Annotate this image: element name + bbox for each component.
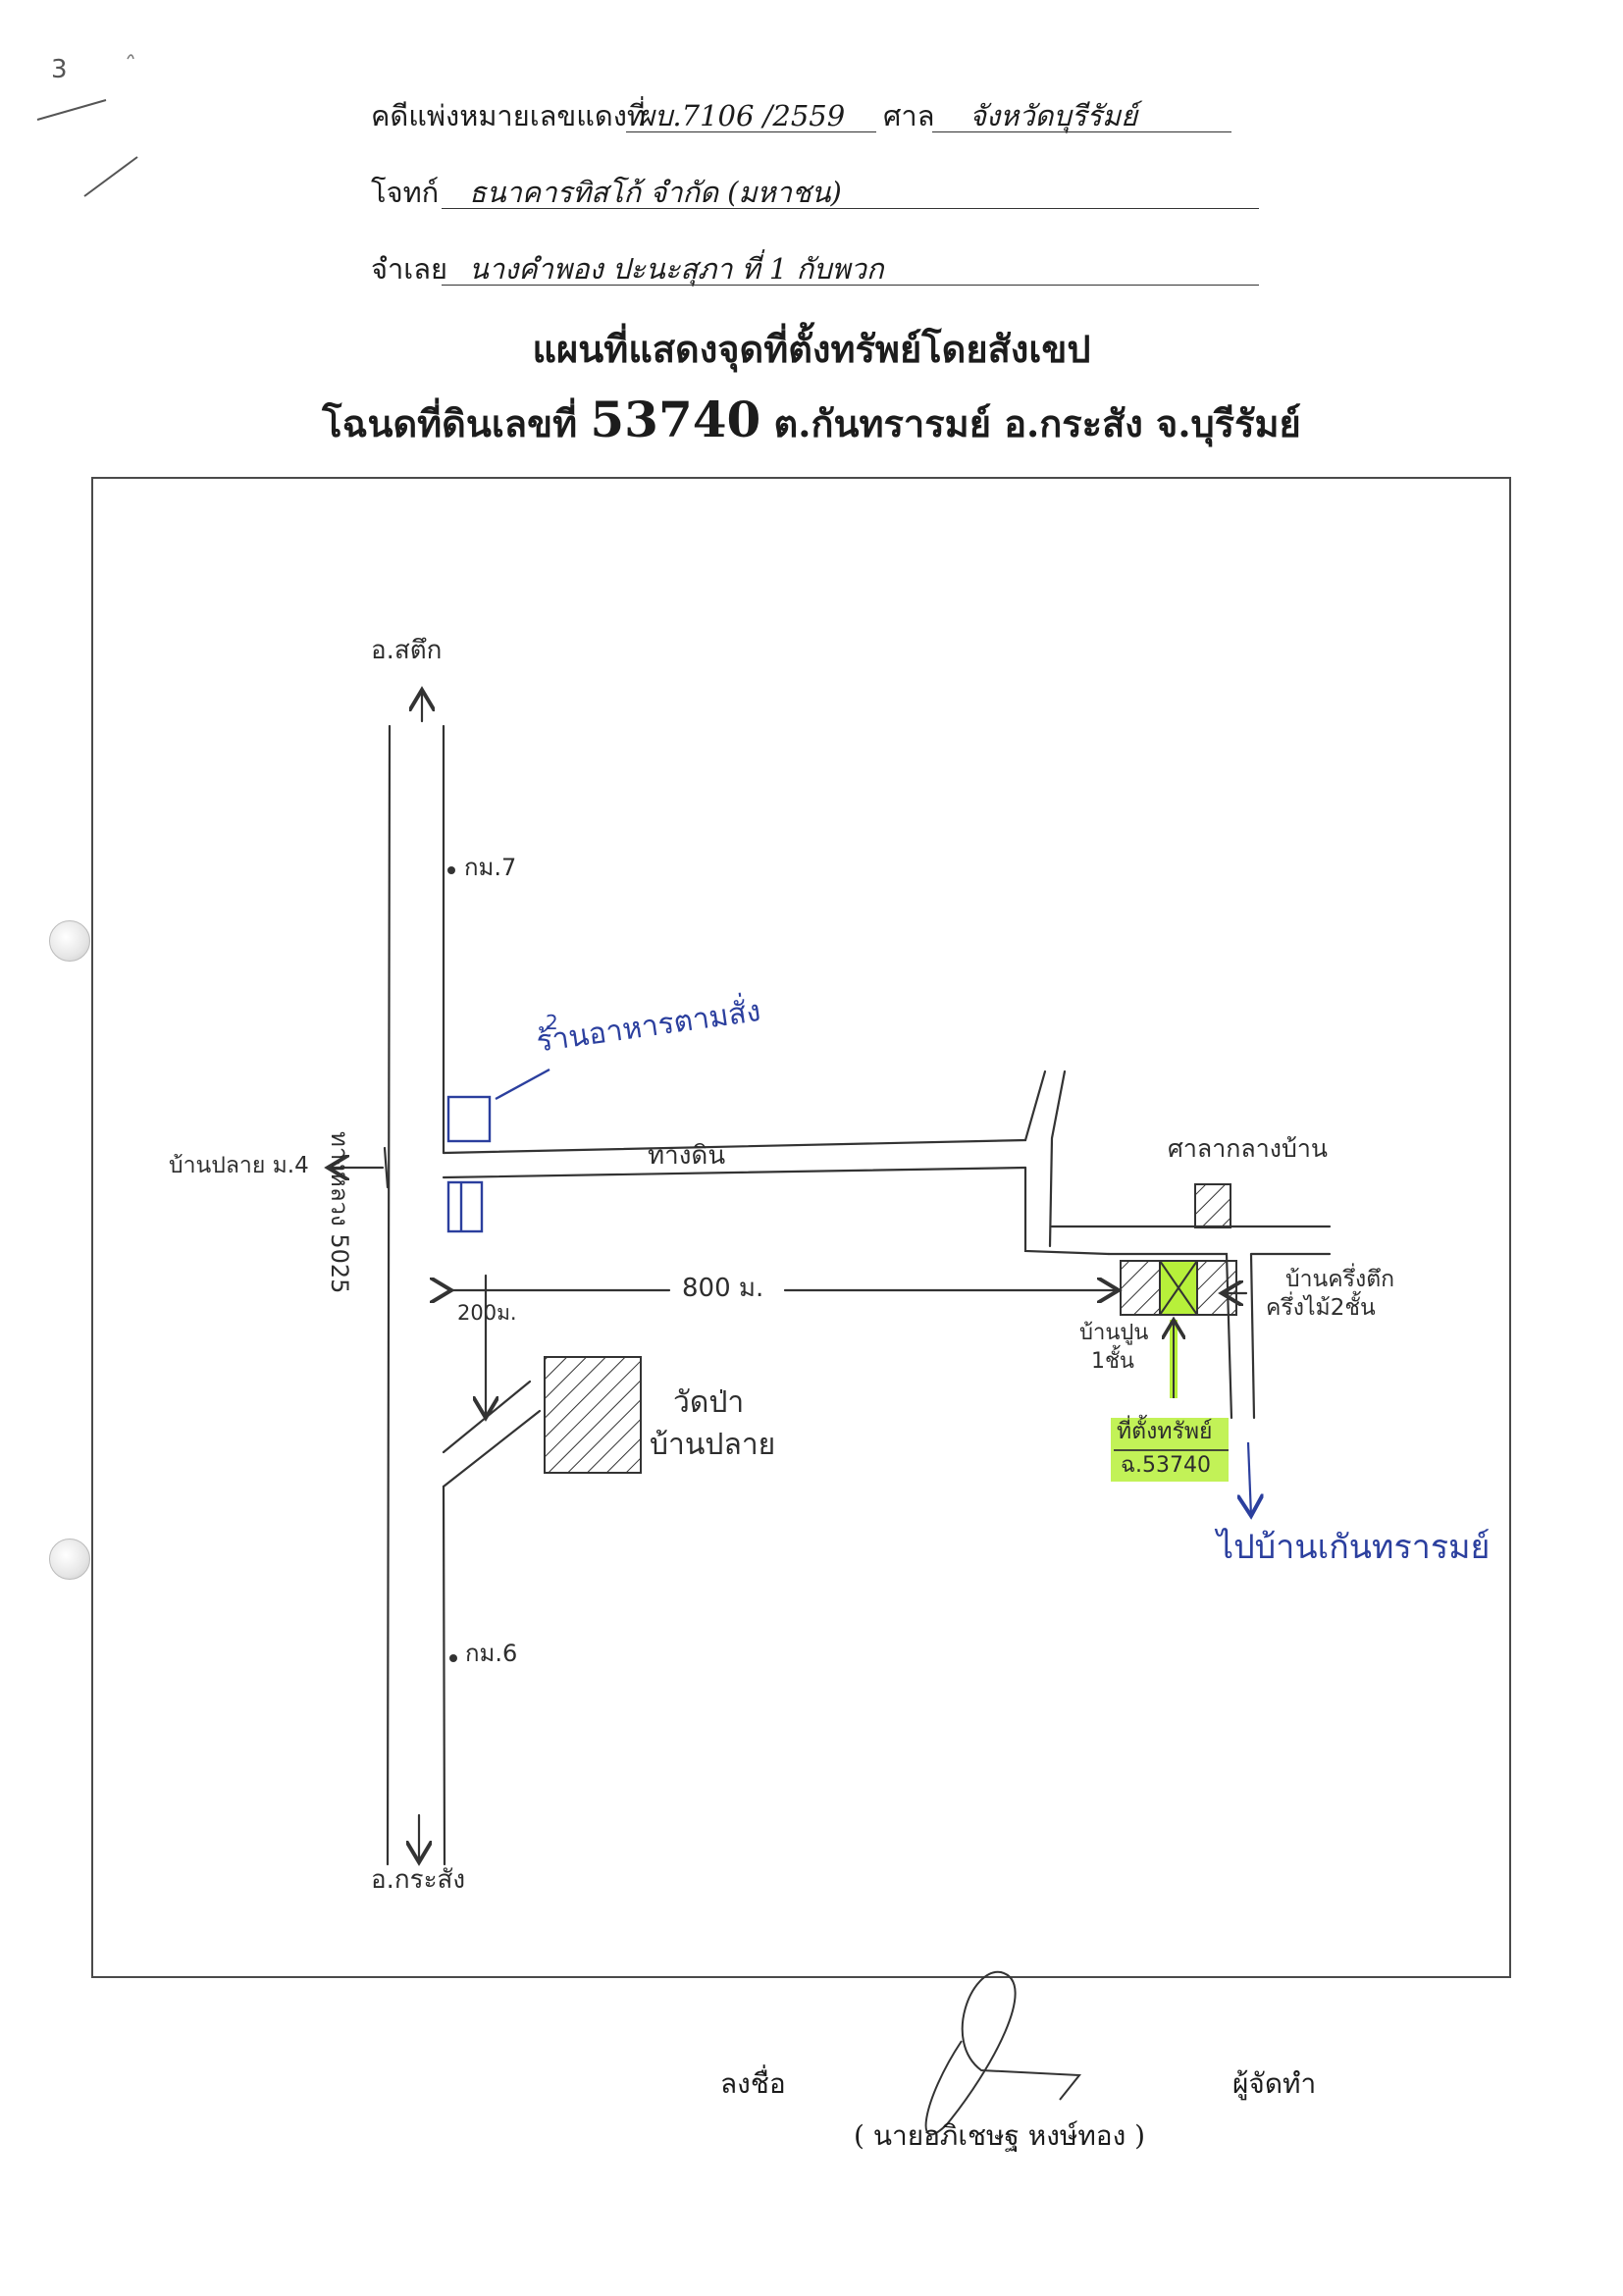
- to-village-arrow: [1248, 1441, 1251, 1516]
- to-village-label: ไปบ้านเกันทรารมย์: [1217, 1528, 1491, 1567]
- restaurant-mark: 2: [546, 1011, 558, 1034]
- km7-dot: [447, 866, 455, 874]
- margin-scribbles: [36, 54, 138, 197]
- role-label: ผู้จัดทำ: [1232, 2067, 1317, 2100]
- highway-right-edge-lower: [442, 1485, 446, 1866]
- sign-label: ลงชื่อ: [720, 2067, 786, 2100]
- distance-800-label: 800 ม.: [682, 1274, 764, 1303]
- dirt-road-bottom: [442, 1166, 1027, 1179]
- km6-dot: [449, 1654, 457, 1662]
- case-number-line: [626, 131, 876, 132]
- deed-title-prefix: โฉนดที่ดินเลขที่: [322, 401, 578, 445]
- dirt-road-label: ทางดิน: [648, 1141, 726, 1171]
- plaintiff-name: ธนาคารทิสโก้ จำกัด (มหาชน): [469, 176, 842, 209]
- house-left-label-line1: บ้านปูน: [1079, 1321, 1149, 1345]
- margin-number: 3: [51, 55, 68, 84]
- house-right-label-line2: ครึ่งไม้2ชั้น: [1266, 1295, 1376, 1321]
- north-destination-label: อ.สตึก: [371, 636, 443, 665]
- house-left-label-line2: 1ชั้น: [1091, 1349, 1134, 1374]
- plaintiff-label: โจทก์: [371, 176, 440, 209]
- main-road-label: ทางหลวง 5025: [326, 1131, 353, 1294]
- defendant-label: จำเลย: [371, 252, 447, 286]
- signature-scribble: [924, 1970, 1082, 2136]
- court-name: จังหวัดบุรีรัมย์: [969, 99, 1138, 132]
- deed-number: 53740: [590, 391, 761, 448]
- village-road-east: [1023, 1166, 1111, 1256]
- house-left-block: [1120, 1260, 1161, 1316]
- punch-hole-lower: [49, 1539, 90, 1580]
- house-right-label-line1: บ้านครึ่งตึก: [1285, 1267, 1395, 1292]
- village-road-west: [1048, 1070, 1067, 1248]
- restaurant-pointer: [495, 1068, 550, 1101]
- distance-200-label: 200ม.: [457, 1301, 517, 1325]
- km6-label: กม.6: [465, 1640, 518, 1667]
- temple-branch-lower: [442, 1409, 542, 1488]
- restaurant-box-2: [446, 1180, 484, 1233]
- village-road-south-left: [1107, 1252, 1233, 1420]
- km7-label: กม.7: [464, 854, 517, 881]
- map-title: แผนที่แสดงจุดที่ตั้งทรัพย์โดยสังเขป: [532, 327, 1091, 371]
- defendant-name: นางคำพอง ปะนะสุภา ที่ 1 กับพวก: [469, 252, 884, 286]
- punch-hole-upper: [49, 920, 90, 962]
- property-label-line1: ที่ตั้งทรัพย์: [1117, 1419, 1213, 1444]
- temple-block: [544, 1356, 642, 1474]
- property-label-line2: ฉ.53740: [1121, 1453, 1211, 1478]
- hall-block: [1194, 1183, 1231, 1228]
- defendant-line: [442, 285, 1259, 286]
- temple-label-line2: บ้านปลาย: [650, 1428, 776, 1462]
- dirt-road-top: [442, 1070, 1047, 1155]
- court-name-line: [932, 131, 1231, 132]
- west-destination-label: บ้านปลาย ม.4: [169, 1153, 309, 1178]
- hall-label: ศาลากลางบ้าน: [1168, 1134, 1328, 1163]
- temple-label-line1: วัดป่า: [673, 1385, 745, 1420]
- case-label: คดีแพ่งหมายเลขแดงที่: [371, 99, 647, 132]
- court-label: ศาล: [883, 99, 935, 132]
- south-destination-label: อ.กระสัง: [371, 1865, 466, 1895]
- case-number: ผบ.7106 /2559: [638, 99, 846, 132]
- plaintiff-line: [442, 208, 1259, 209]
- highway-left-edge: [386, 724, 392, 1866]
- restaurant-box: [446, 1095, 492, 1143]
- village-road-south-right: [1249, 1252, 1332, 1420]
- west-road-stub: [383, 1146, 390, 1189]
- signer-name: ( นายอภิเชษฐ หงษ์ทอง ): [854, 2119, 1146, 2152]
- deed-title: โฉนดที่ดินเลขที่ 53740 ต.กันทรารมย์ อ.กร…: [0, 391, 1623, 453]
- deed-title-suffix: ต.กันทรารมย์ อ.กระสัง จ.บุรีรัมย์: [773, 401, 1301, 445]
- house-right-block: [1196, 1260, 1237, 1316]
- map-frame: [91, 477, 1511, 1978]
